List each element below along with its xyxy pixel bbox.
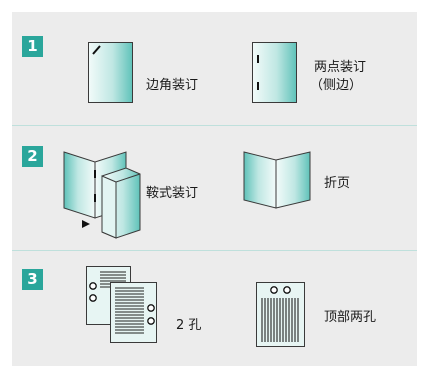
two-hole-label: 2 孔	[176, 318, 202, 333]
two-point-staple-icon	[252, 42, 297, 103]
section-number-1: 1	[22, 36, 43, 57]
section-number-2: 2	[22, 146, 43, 167]
fold-label: 折页	[324, 176, 351, 191]
corner-staple-label: 边角装订	[146, 78, 199, 93]
saddle-stitch-icon	[63, 151, 141, 239]
top-two-hole-icon	[256, 282, 305, 347]
corner-staple-icon	[88, 42, 133, 103]
fold-icon	[243, 151, 311, 209]
two-point-staple-sublabel: （侧边）	[310, 78, 363, 93]
section-divider	[12, 125, 417, 126]
binding-options-panel: 1 边角装订 两点装订 （侧边） 2 鞍式装订 折页 3	[12, 12, 417, 366]
section-divider	[12, 250, 417, 251]
two-point-staple-label: 两点装订	[314, 60, 367, 75]
top-two-hole-label: 顶部两孔	[324, 310, 377, 325]
section-number-3: 3	[22, 269, 43, 290]
two-hole-punch-icon	[86, 266, 157, 343]
saddle-stitch-label: 鞍式装订	[146, 186, 199, 201]
